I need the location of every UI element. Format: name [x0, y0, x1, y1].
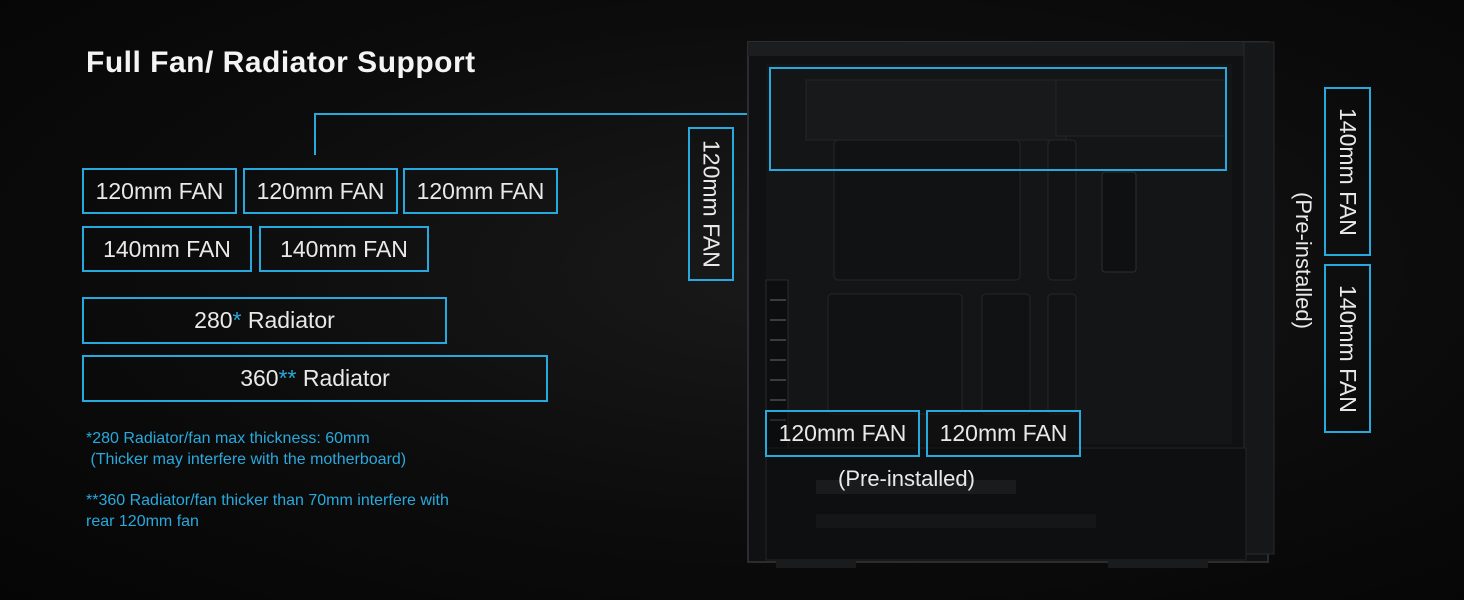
connector-line-horizontal: [314, 113, 768, 115]
bottom-fans-preinstalled-label: (Pre-installed): [838, 466, 975, 491]
front-fan-140-1: 140mm FAN: [1324, 87, 1371, 256]
front-fans-preinstalled-label: (Pre-installed): [1291, 191, 1316, 329]
top-fan-120-1: 120mm FAN: [82, 168, 237, 214]
front-fan-140-2: 140mm FAN: [1324, 264, 1371, 433]
top-fan-120-2: 120mm FAN: [243, 168, 398, 214]
note-360: **360 Radiator/fan thicker than 70mm int…: [86, 492, 449, 530]
top-fan-140-2: 140mm FAN: [259, 226, 429, 272]
radiator-280: 280* Radiator: [82, 297, 447, 344]
bottom-fan-120-2: 120mm FAN: [926, 410, 1081, 457]
note-280: *280 Radiator/fan max thickness: 60mm (T…: [86, 430, 407, 468]
pc-case-illustration: [747, 41, 1275, 568]
top-fan-140-1: 140mm FAN: [82, 226, 252, 272]
bottom-fan-120-1: 120mm FAN: [765, 410, 920, 457]
radiator-360: 360** Radiator: [82, 355, 548, 402]
top-fan-120-3: 120mm FAN: [403, 168, 558, 214]
page-title: Full Fan/ Radiator Support: [86, 46, 476, 79]
connector-line-vertical: [314, 113, 316, 155]
rear-fan-120: 120mm FAN: [688, 127, 734, 281]
